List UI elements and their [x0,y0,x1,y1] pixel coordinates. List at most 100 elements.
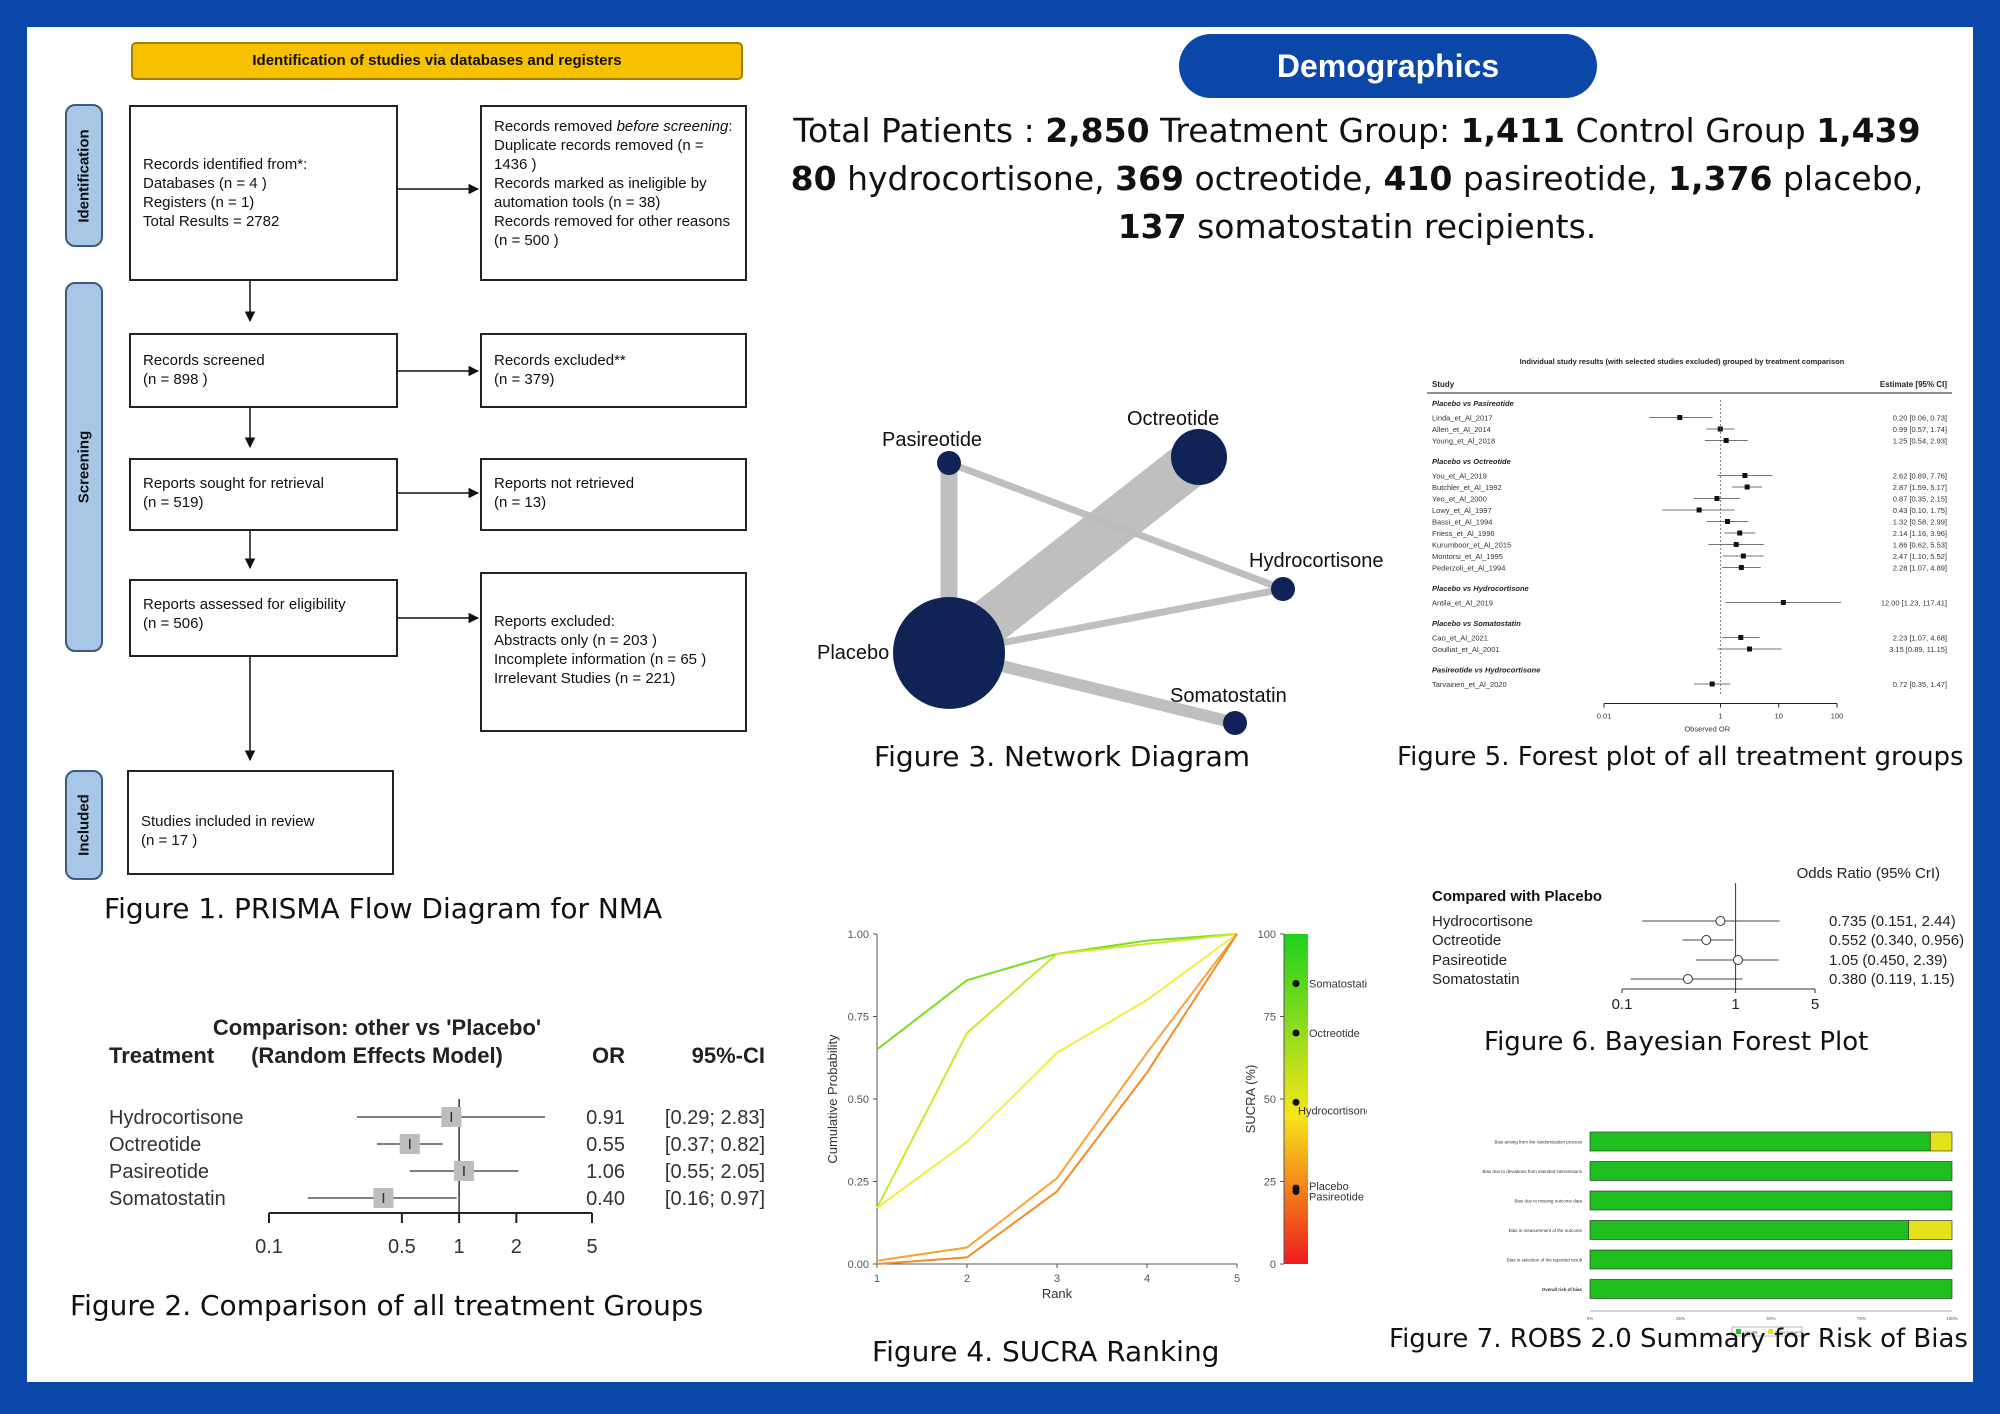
fig2-forest-plot: Comparison: other vs 'Placebo'(Random Ef… [109,1015,765,1258]
fig5-x-tick-label: 0.01 [1597,712,1612,721]
fig4-sucra-point-label: Somatostatin [1309,979,1367,991]
fig5-estimate: 2.47 [1.10, 5.52] [1893,552,1947,561]
fig5-study-label: Tarvainen_et_Al_2020 [1432,680,1507,689]
fig5-estimate: 0.72 [0.35, 1.47] [1893,680,1947,689]
fig4-x-tick-label: 1 [874,1273,880,1285]
fig5-study-label: Lowy_et_Al_1997 [1432,506,1492,515]
fig6-value: 0.380 (0.119, 1.15) [1829,971,1955,988]
fig2-ci-value: [0.16; 0.97] [665,1188,765,1210]
fig3-node-label: Somatostatin [1170,685,1287,707]
fig3-edge [948,585,1284,657]
fig5-col-estimate: Estimate [95% CI] [1880,380,1947,389]
fig2-ci-value: [0.29; 2.83] [665,1107,765,1129]
figure6-caption: Figure 6. Bayesian Forest Plot [1484,1027,1869,1057]
stage-identification: Identification [65,104,103,247]
fig7-category-label: Overall risk of bias [1542,1287,1583,1292]
fig5-study-label: Montorsi_et_Al_1995 [1432,552,1503,561]
fig5-point [1709,681,1715,687]
fig2-or-value: 0.91 [586,1107,625,1129]
fig2-or-value: 0.55 [586,1134,625,1156]
fig3-node [893,597,1005,709]
fig4-series-line [876,933,1238,1051]
removed-line: Records marked as ineligible by automati… [494,175,707,211]
fig5-point [1738,635,1744,640]
fig5-estimate: 2.23 [1.07, 4.68] [1893,634,1947,643]
excluded-line: (n = 379) [494,371,555,388]
fig5-study-label: Friess_et_Al_1996 [1432,529,1495,538]
fig5-study-label: You_et_Al_2019 [1432,472,1487,481]
identified-line: Total Results = 2782 [143,213,280,230]
fig3-node [1271,577,1295,601]
fig5-study-forest-plot: Individual study results (with selected … [1427,357,1952,734]
fig7-category-label: Bias due to deviations from intended int… [1482,1169,1582,1174]
fig5-point [1714,496,1720,501]
fig4-y-tick-label: 0.25 [848,1177,869,1189]
fig7-legend-swatch [1768,1329,1773,1334]
fig5-title: Individual study results (with selected … [1520,357,1845,366]
fig5-point [1744,484,1750,490]
included-box: Studies included in review (n = 17 ) [127,770,394,875]
fig5-study-label: Cao_et_Al_2021 [1432,634,1488,643]
fig7-bar-segment [1589,1249,1953,1270]
fig7-bar-segment [1908,1220,1953,1240]
fig3-edge [947,459,1285,593]
removed-line: Records removed for other reasons (n = 5… [494,213,730,249]
fig4-sucra-point [1292,1029,1300,1037]
fig7-legend-label: Some concerns [1775,1330,1803,1335]
fig6-point [1682,974,1693,984]
fig5-col-study: Study [1432,380,1455,389]
fig4-sucra-point [1292,1187,1300,1195]
fig3-network-diagram: PasireotideOctreotideHydrocortisonePlace… [817,408,1384,735]
fig6-group-label: Compared with Placebo [1432,888,1602,905]
demographics-pill: Demographics [1179,34,1597,98]
fig7-x-tick-label: 0% [1587,1316,1594,1321]
assessed-box: Reports assessed for eligibility (n = 50… [129,579,398,657]
fig4-series-line [876,933,1238,1209]
figure1-caption: Figure 1. PRISMA Flow Diagram for NMA [104,892,663,925]
excluded-line: Records excluded** [494,352,626,369]
fig7-x-tick-label: 100% [1946,1316,1958,1321]
fig3-node-label: Placebo [817,642,889,664]
fig4-sucra-point [1292,1098,1300,1106]
fig5-estimate: 1.25 [0.54, 2.93] [1893,437,1947,446]
fig3-node-label: Octreotide [1127,408,1219,430]
fig4-sucra-tick-label: 50 [1264,1094,1276,1106]
fig7-bar-segment [1929,1131,1953,1152]
fig2-title-line1: Comparison: other vs 'Placebo' [213,1015,541,1040]
fig6-value: 0.552 (0.340, 0.956) [1829,932,1964,949]
prisma-arrows [244,183,480,762]
fig6-header: Odds Ratio (95% CrI) [1797,865,1940,882]
fig5-point [1740,553,1746,559]
fig3-node [1223,711,1247,735]
fig7-legend-label: Low risk [1743,1330,1758,1335]
fig5-x-tick-label: 100 [1831,712,1844,721]
fig5-study-label: Kurumboor_et_Al_2015 [1432,541,1511,550]
fig5-estimate: 2.87 [1.59, 5.17] [1893,483,1947,492]
fig7-bar-segment [1589,1131,1931,1152]
fig6-row-label: Hydrocortisone [1432,913,1533,930]
fig5-point [1737,530,1743,536]
fig5-estimate: 0.87 [0.35, 2.15] [1893,495,1947,504]
figure2-caption: Figure 2. Comparison of all treatment Gr… [70,1289,704,1322]
stage-screening: Screening [65,282,103,652]
stage-included: Included [65,770,103,880]
removed-italic: before screening [616,118,729,135]
removed-colon: : [728,118,733,135]
fig2-ci-value: [0.37; 0.82] [665,1134,765,1156]
fig2-x-tick-label: 2 [511,1236,522,1258]
fig2-col-treatment: Treatment [109,1043,215,1068]
demo-line-1: Total Patients : 2,850 Treatment Group: … [793,111,1921,150]
fig4-series-line [876,933,1238,1265]
fig2-x-tick-label: 0.5 [388,1236,416,1258]
fig2-x-tick-label: 1 [454,1236,465,1258]
fig2-or-value: 0.40 [586,1188,625,1210]
fig2-row-label: Hydrocortisone [109,1107,244,1129]
fig5-study-label: Goulliat_et_Al_2001 [1432,645,1500,654]
included-line: (n = 17 ) [141,832,198,849]
sought-box: Reports sought for retrieval (n = 519) [129,458,398,531]
fig6-row-label: Octreotide [1432,932,1501,949]
demo-line-3: 137 somatostatin recipients. [1117,207,1597,246]
fig5-group-label: Placebo vs Somatostatin [1432,619,1521,628]
fig2-x-tick-label: 5 [586,1236,597,1258]
